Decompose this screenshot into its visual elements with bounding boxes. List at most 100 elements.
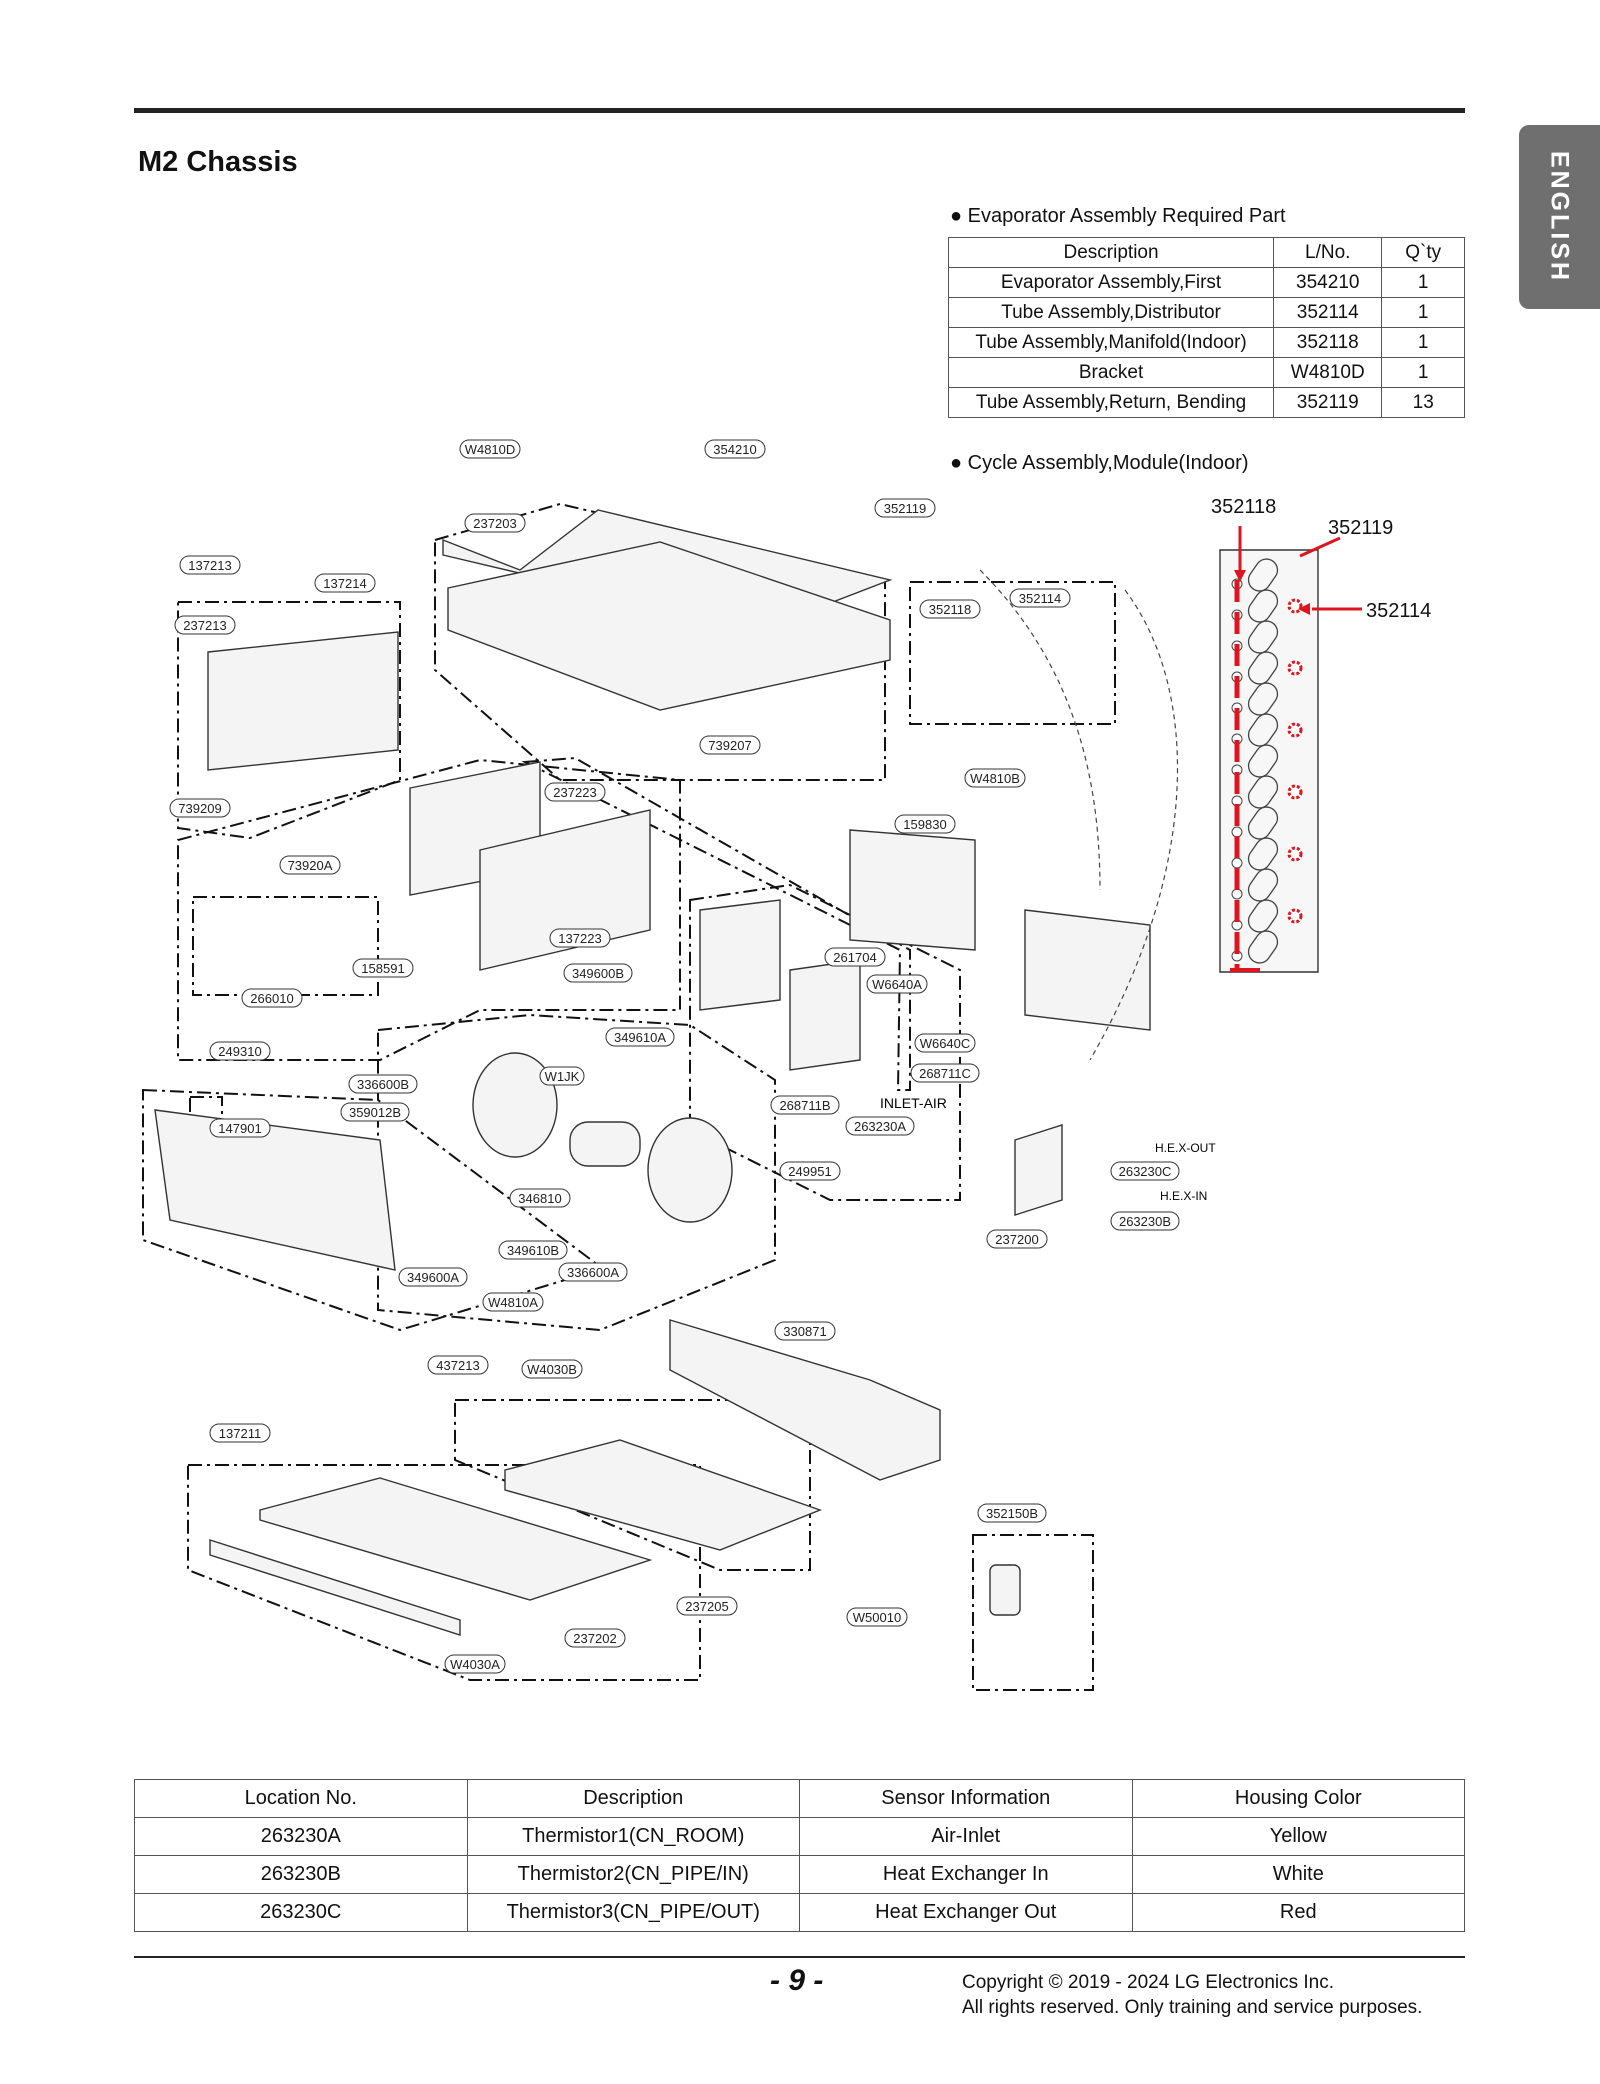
control-cover-part [479, 809, 651, 971]
svg-text:W6640C: W6640C [920, 1036, 971, 1051]
copyright-line-2: All rights reserved. Only training and s… [962, 1997, 1423, 2018]
sensor-col-color: Housing Color [1131, 1779, 1465, 1818]
part-tag-249951: 249951 [779, 1161, 841, 1181]
svg-text:263230C: 263230C [1119, 1164, 1172, 1179]
sensor-col-info: Sensor Information [799, 1779, 1133, 1818]
guide-plate-part [1014, 1124, 1063, 1216]
page-number: - 9 - [770, 1964, 824, 1997]
svg-text:W4810A: W4810A [488, 1295, 538, 1310]
top-cover-group-outline [434, 502, 886, 781]
copyright: Copyright © 2019 - 2024 LG Electronics I… [962, 1970, 1422, 2020]
control-box-part [699, 899, 781, 1011]
part-tag-349600b: 349600B [563, 963, 633, 983]
part-tag-349610a: 349610A [605, 1027, 675, 1047]
filter-right-part [1024, 909, 1151, 1031]
part-tag-263230c: 263230C [1110, 1161, 1180, 1181]
svg-text:W1JK: W1JK [545, 1069, 580, 1084]
part-tag-w4810d: W4810D [459, 439, 521, 459]
copyright-line-1: Copyright © 2019 - 2024 LG Electronics I… [962, 1972, 1335, 1993]
table-cell: 1 [1381, 297, 1465, 328]
svg-text:159830: 159830 [903, 817, 946, 832]
svg-text:W6640A: W6640A [872, 977, 922, 992]
evap-col-description: Description [947, 237, 1275, 268]
base-plate-part [447, 541, 891, 711]
part-tag-237223: 237223 [544, 782, 606, 802]
control-panel-group-outline [177, 758, 681, 1061]
table-cell: Tube Assembly,Manifold(Indoor) [947, 327, 1275, 358]
coil-module-figure [1219, 526, 1362, 973]
part-tag-w6640c: W6640C [914, 1033, 976, 1053]
part-tag-159830: 159830 [894, 814, 956, 834]
svg-text:739207: 739207 [708, 738, 751, 753]
svg-text:349610A: 349610A [614, 1030, 666, 1045]
svg-text:330871: 330871 [783, 1324, 826, 1339]
table-cell: 1 [1381, 267, 1465, 298]
evaporator-heading: ● Evaporator Assembly Required Part [950, 205, 1286, 227]
svg-text:237200: 237200 [995, 1232, 1038, 1247]
table-cell: Tube Assembly,Return, Bending [947, 387, 1275, 418]
part-tag-739207: 739207 [699, 735, 761, 755]
part-tag-147901: 147901 [209, 1118, 271, 1138]
part-tag-263230b: 263230B [1110, 1211, 1180, 1231]
pcb-board-part [789, 959, 861, 1071]
drain-panel-group-outline [454, 1399, 811, 1571]
part-tag-336600a: 336600A [558, 1262, 628, 1282]
language-tab-label: ENGLISH [1545, 150, 1574, 284]
table-cell: 352119 [1273, 387, 1383, 418]
electrical-box-group-outline [689, 883, 961, 1201]
svg-text:137211: 137211 [219, 1426, 261, 1441]
table-cell: Air-Inlet [799, 1817, 1133, 1856]
svg-text:336600B: 336600B [357, 1077, 409, 1092]
table-cell: 263230A [134, 1817, 468, 1856]
svg-text:137213: 137213 [188, 558, 231, 573]
svg-text:437213: 437213 [436, 1358, 479, 1373]
svg-text:352150B: 352150B [986, 1506, 1038, 1521]
cycle-heading: ● Cycle Assembly,Module(Indoor) [950, 452, 1249, 474]
part-tag-330871: 330871 [774, 1321, 836, 1341]
svg-text:W50010: W50010 [853, 1610, 901, 1625]
svg-text:263230A: 263230A [854, 1119, 906, 1134]
svg-text:349610B: 349610B [507, 1243, 559, 1258]
svg-text:237205: 237205 [685, 1599, 728, 1614]
svg-text:352119: 352119 [884, 501, 926, 516]
table-cell: 352114 [1273, 297, 1383, 328]
part-tag-437213: 437213 [427, 1355, 489, 1375]
blower-right-part [647, 1117, 733, 1223]
part-tag-w4030a: W4030A [444, 1654, 506, 1674]
svg-text:346810: 346810 [518, 1191, 561, 1206]
table-cell: 1 [1381, 357, 1465, 388]
sensor-info-table: Location No. Description Sensor Informat… [134, 1779, 1465, 1932]
fan-motor-part [569, 1121, 641, 1167]
svg-text:268711B: 268711B [779, 1098, 830, 1113]
svg-text:249310: 249310 [218, 1044, 261, 1059]
drain-pan-part [669, 1319, 941, 1481]
front-frame-part [154, 1109, 396, 1271]
part-tag-73920a: 73920A [279, 855, 341, 875]
table-cell: Heat Exchanger In [799, 1855, 1133, 1894]
table-cell: Tube Assembly,Distributor [947, 297, 1275, 328]
drain-panel-part [504, 1439, 822, 1551]
svg-text:237213: 237213 [183, 618, 226, 633]
part-tag-237203: 237203 [464, 513, 526, 533]
language-tab[interactable]: ENGLISH [1519, 125, 1600, 309]
svg-text:237202: 237202 [573, 1631, 616, 1646]
table-cell: Red [1131, 1893, 1465, 1932]
part-tag-268711b: 268711B [770, 1095, 840, 1115]
annotation-hex-in: H.E.X-IN [1160, 1189, 1207, 1203]
part-tag-w4030b: W4030B [521, 1359, 583, 1379]
part-tag-266010: 266010 [241, 988, 303, 1008]
svg-text:359012B: 359012B [349, 1105, 401, 1120]
part-tag-346810: 346810 [509, 1188, 571, 1208]
svg-text:W4030A: W4030A [450, 1657, 500, 1672]
part-tag-349610b: 349610B [498, 1240, 568, 1260]
svg-text:336600A: 336600A [567, 1265, 619, 1280]
side-panel-group-outline [177, 601, 401, 840]
table-cell: 13 [1381, 387, 1465, 418]
svg-text:261704: 261704 [833, 950, 876, 965]
evaporator-group-outline [521, 756, 911, 1091]
part-tag-137223: 137223 [549, 928, 611, 948]
